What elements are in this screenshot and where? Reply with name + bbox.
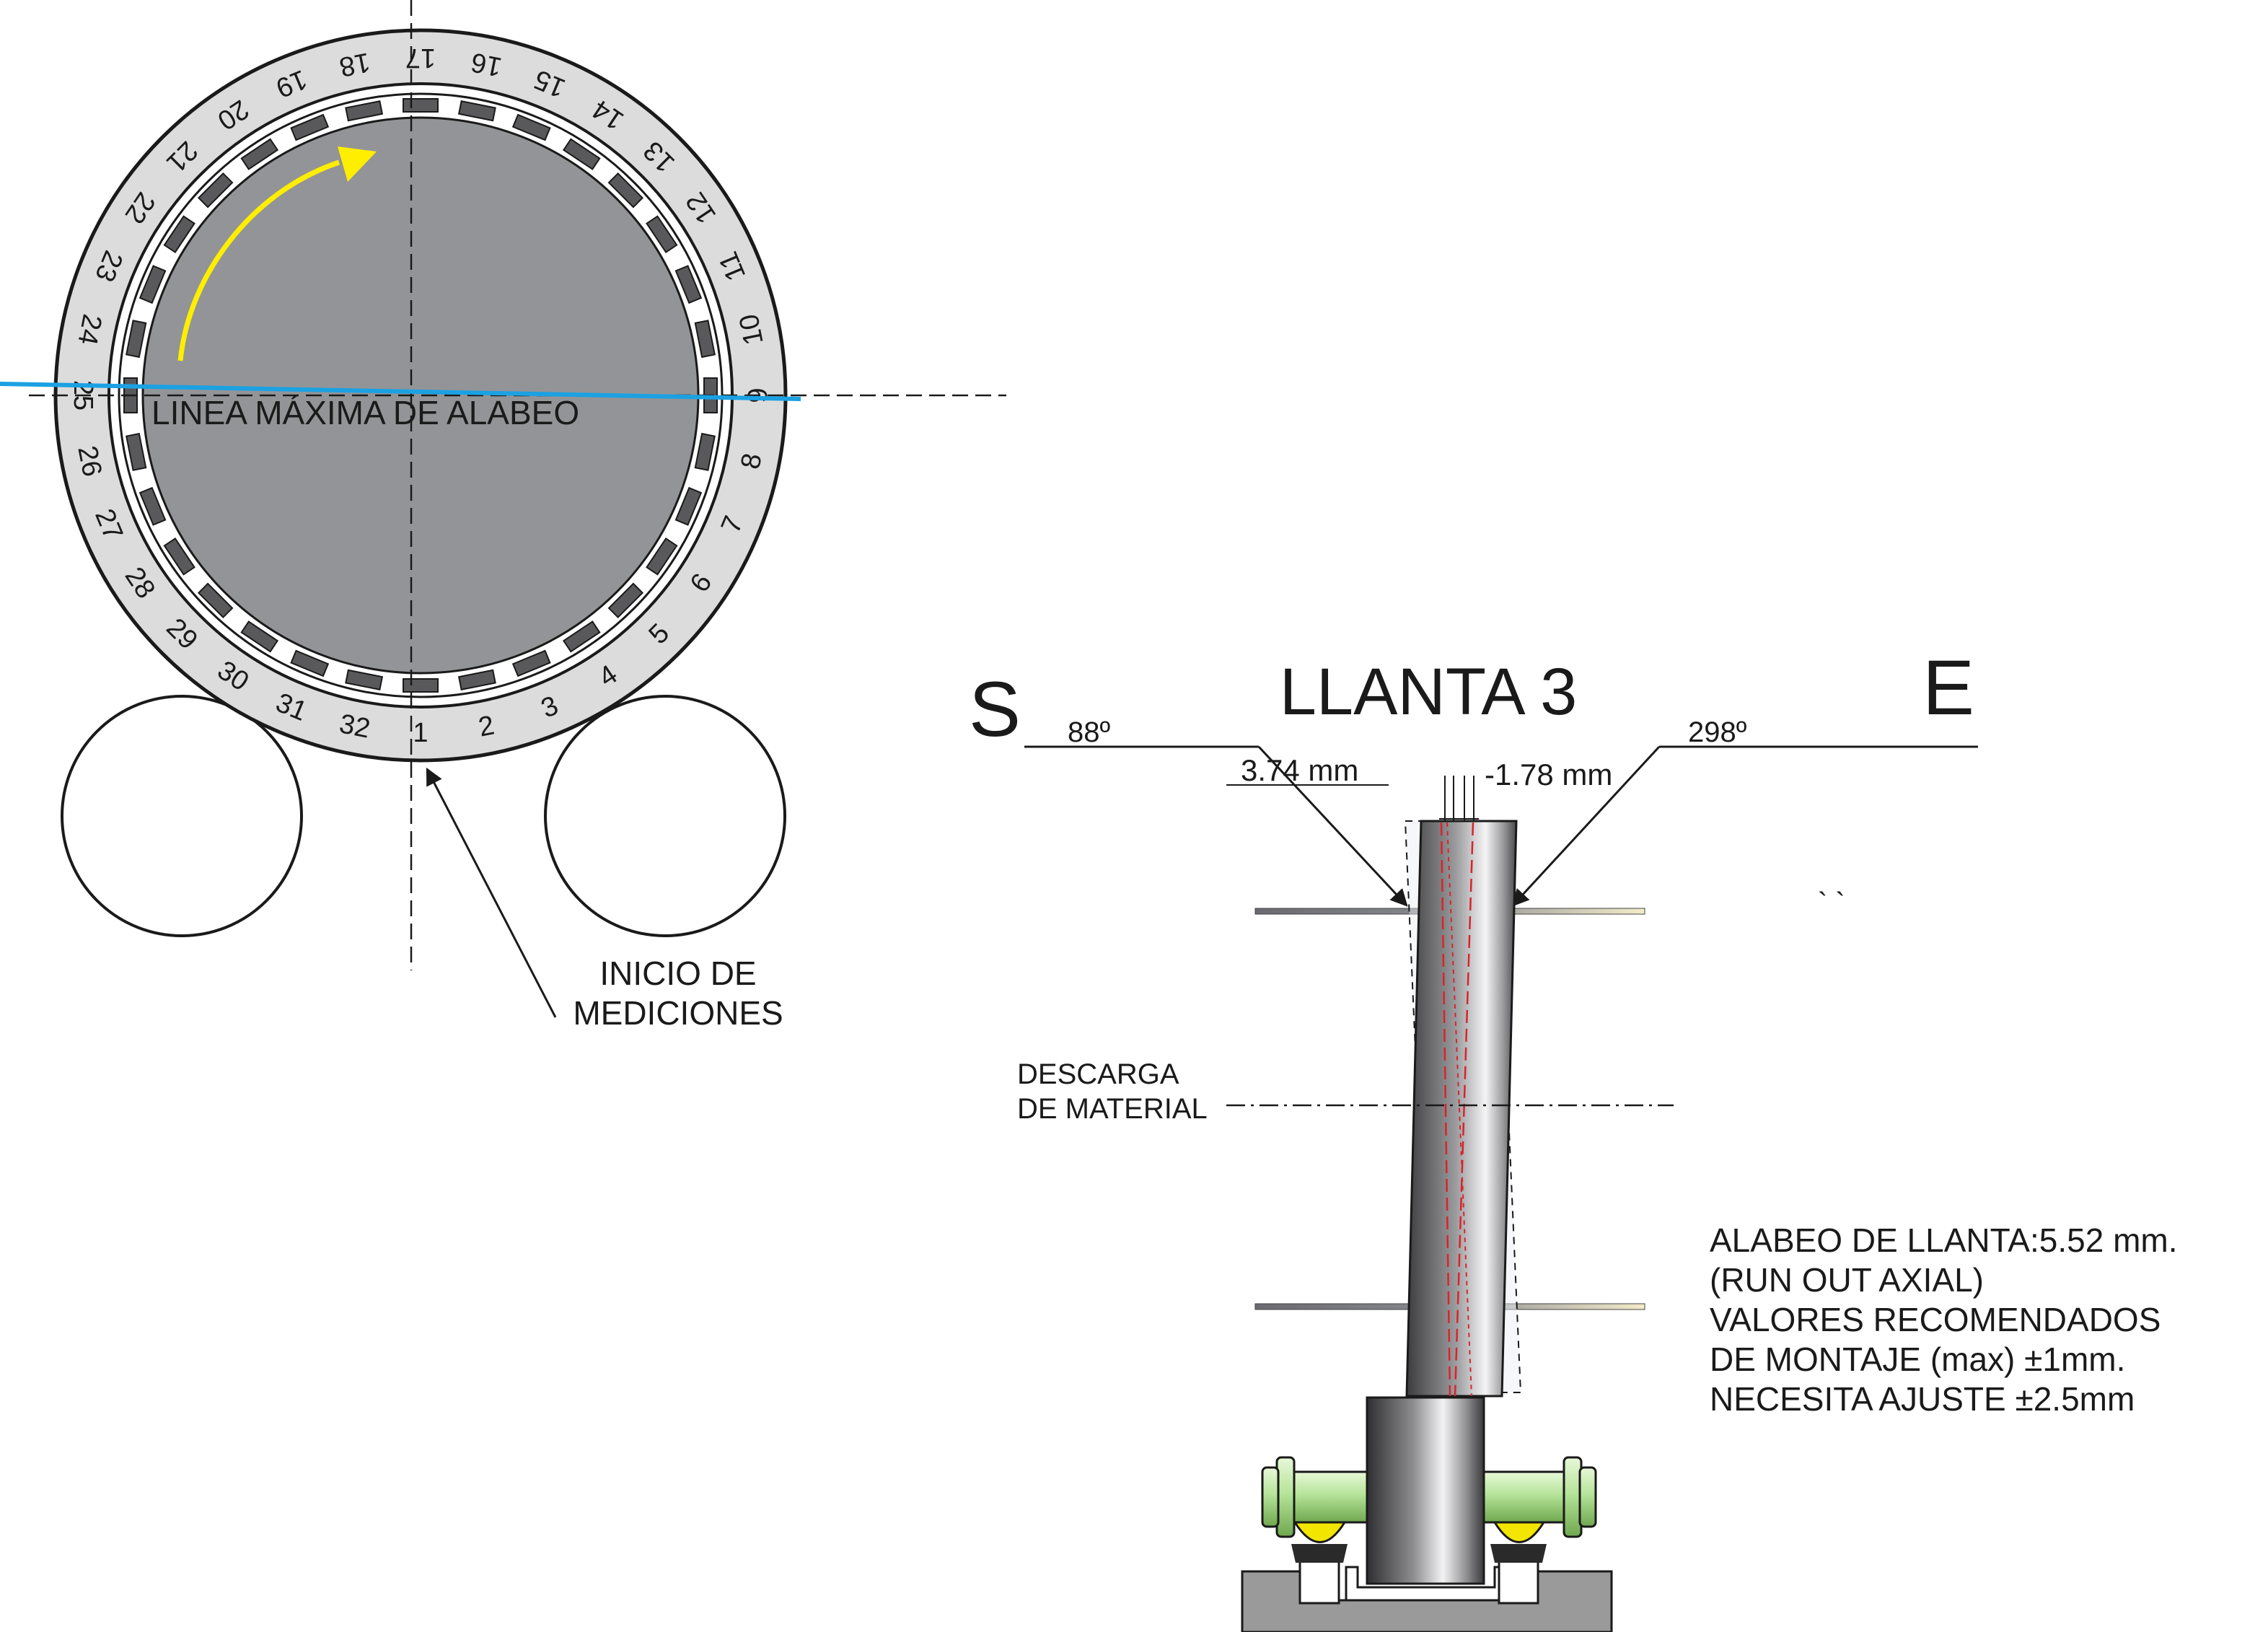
note-line-4: DE MONTAJE (max) ±1mm.	[1710, 1341, 2125, 1378]
note-line-3: VALORES RECOMENDADOS	[1710, 1301, 2161, 1338]
tire-body	[1405, 820, 1518, 1398]
pointer-arrow-icon	[426, 767, 557, 1018]
ring-number-24: 24	[71, 312, 107, 348]
left-offset-label: 3.74 mm	[1241, 753, 1358, 787]
ring-pad	[290, 649, 330, 677]
ring-pad	[126, 432, 147, 471]
ring-number-17: 17	[405, 43, 436, 73]
ring-pad	[694, 432, 716, 471]
bolt-line-2	[1454, 822, 1474, 1397]
roller-axle	[1261, 1456, 1597, 1538]
ring-number-1: 1	[413, 718, 428, 748]
stray-mark: ` `	[1818, 887, 1845, 919]
ring-number-16: 16	[468, 46, 504, 82]
ring-pad	[607, 582, 644, 619]
ring-pad	[646, 537, 678, 576]
ring-pad	[457, 100, 496, 122]
ring-pad	[403, 678, 439, 693]
ring-pad	[197, 582, 234, 619]
ring-pad	[674, 486, 703, 526]
ring-pad	[126, 320, 147, 359]
ring-pad	[163, 215, 195, 254]
side-view-title: LLANTA 3	[1280, 655, 1578, 729]
support-roller-side	[1366, 1396, 1485, 1585]
ring-pad	[240, 620, 279, 653]
note-line-5: NECESITA AJUSTE ±2.5mm	[1710, 1380, 2135, 1418]
ring-pad	[646, 215, 678, 254]
max-warp-line	[0, 382, 801, 401]
ring-pad	[290, 113, 330, 141]
ring-pad	[345, 100, 384, 122]
left-support-roller	[61, 695, 303, 937]
rotation-arrowhead	[338, 146, 377, 182]
ring-number-10: 10	[734, 312, 769, 348]
ring-pad	[240, 138, 279, 170]
ring-number-18: 18	[337, 46, 373, 82]
ring-pad	[562, 620, 601, 653]
ring-pad	[197, 172, 234, 209]
ring-number-32: 32	[337, 708, 373, 744]
wheel-diagram: 1234567891011121314151617181920212223242…	[0, 0, 1006, 1032]
start-label-line1: INICIO DE	[599, 955, 756, 992]
right-offset-label: -1.78 mm	[1485, 758, 1612, 791]
wheel-pads	[123, 98, 718, 693]
ring-pad	[511, 649, 551, 677]
ring-pad	[511, 113, 551, 141]
left-bearing	[1291, 1521, 1348, 1605]
left-angle-label: 88º	[1068, 716, 1110, 748]
start-label-line2: MEDICIONES	[573, 994, 783, 1032]
ring-number-26: 26	[71, 443, 107, 479]
discharge-label-line1: DESCARGA	[1017, 1058, 1179, 1090]
ring-pad	[139, 265, 167, 304]
ring-pad	[694, 320, 716, 359]
left-offset-arrow	[1257, 745, 1408, 907]
note-line-2: (RUN OUT AXIAL)	[1710, 1261, 1984, 1299]
right-support-roller	[544, 695, 786, 937]
ring-pad	[674, 265, 703, 304]
ring-pad	[403, 98, 439, 113]
right-offset-arrow	[1511, 745, 1661, 907]
right-side-letter: E	[1922, 644, 1974, 731]
rotation-arrow-icon	[177, 159, 340, 361]
left-side-letter: S	[969, 665, 1021, 753]
right-bearing	[1490, 1521, 1547, 1605]
runout-notes: ALABEO DE LLANTA:5.52 mm. (RUN OUT AXIAL…	[1710, 1221, 2178, 1418]
ring-pad	[457, 669, 496, 690]
ring-pad	[139, 486, 167, 526]
bolt-line-1	[1440, 822, 1451, 1397]
note-line-1: ALABEO DE LLANTA:5.52 mm.	[1710, 1221, 2178, 1259]
ring-pad	[345, 669, 384, 690]
tire-side-view: LLANTA 3 S E 88º 298º 3.74 mm -1.78 mm	[969, 644, 1978, 1632]
right-angle-label: 298º	[1688, 716, 1747, 748]
discharge-label-line2: DE MATERIAL	[1017, 1093, 1208, 1125]
max-warp-line-label: LINEA MÁXIMA DE ALABEO	[151, 394, 579, 431]
ring-pad	[607, 172, 644, 209]
ring-pad	[163, 537, 195, 576]
bolt-line-3	[1446, 822, 1472, 1397]
ring-pad	[562, 138, 601, 170]
